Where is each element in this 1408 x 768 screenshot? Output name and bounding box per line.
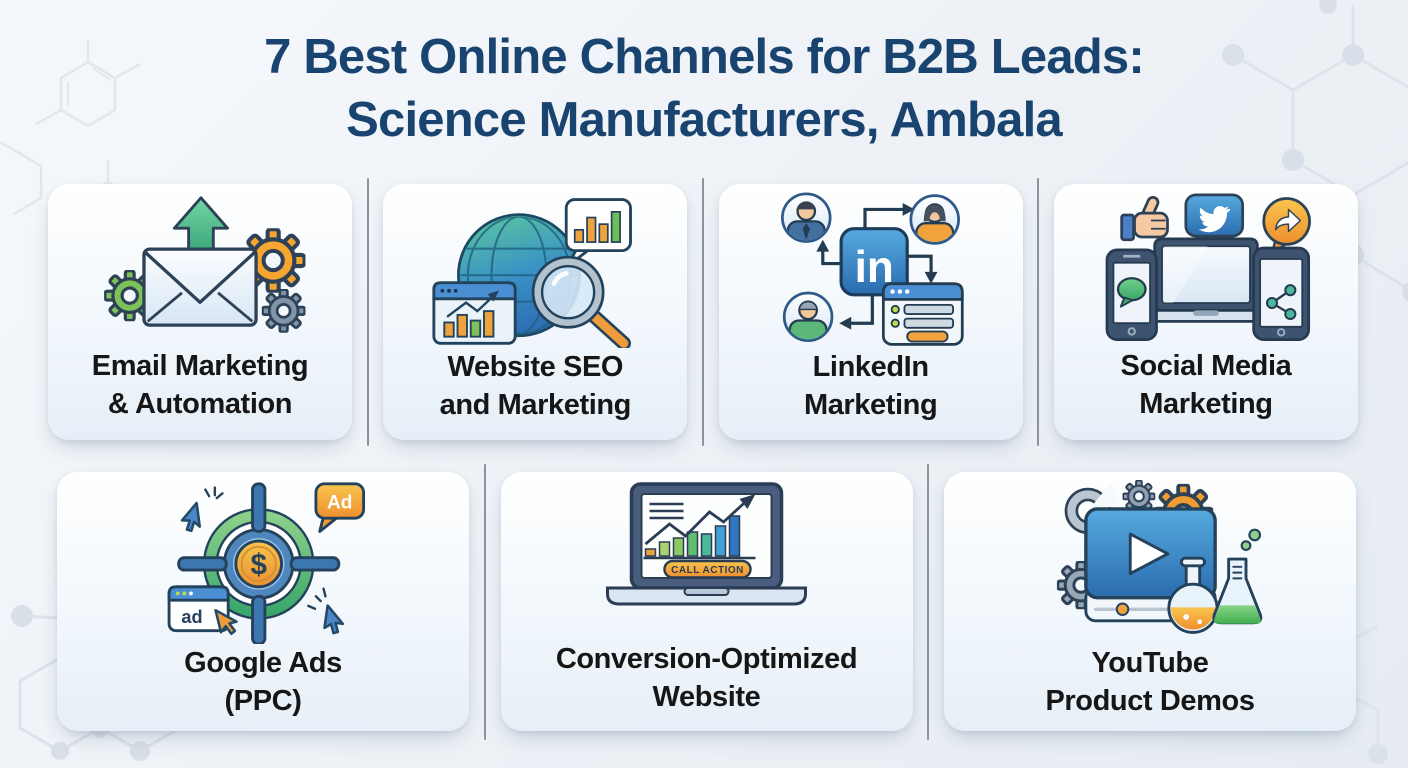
svg-text:$: $ [250,548,267,581]
laptop-icon [1140,236,1272,323]
card-label: Google Ads (PPC) [184,647,342,717]
svg-text:Ad: Ad [327,493,352,514]
linkedin-logo-icon: in [839,227,909,297]
top-card-row: Email Marketing & Automation [48,178,1358,446]
vertical-divider [483,463,486,740]
connection-arrows [821,207,933,325]
thumbs-up-icon [1120,195,1169,241]
linkedin-network-icon: in [781,192,964,346]
gray-gear-icon [261,288,305,333]
vertical-divider [1037,178,1040,446]
arrow-heads [816,203,938,330]
card-label: LinkedIn Marketing [803,351,938,421]
page-title-line1: 7 Best Online Channels for B2B Leads: [264,30,1145,84]
growth-bars [643,515,756,560]
conversion-laptop-icon: CALL ACTION [606,482,807,606]
card-icon-area [418,184,653,348]
feed-window-icon [882,282,964,346]
share-bubble-icon [1262,196,1311,255]
card-linkedin-marketing: in LinkedIn Marketing [718,184,1023,440]
card-icon-area [1085,184,1327,347]
ad-window-icon: ad [167,585,241,638]
chart-bubble-icon [564,198,632,268]
round-flask-icon [1166,556,1219,634]
magnifier-icon [531,255,631,348]
youtube-demo-icon [1056,480,1262,634]
blue-cursor-top-left [178,486,224,536]
vertical-divider [927,463,930,740]
phone-icon [1105,247,1158,341]
card-website-seo: Website SEO and Marketing [383,184,688,440]
card-icon-area: in [758,184,983,348]
card-label: Social Media Marketing [1120,350,1292,420]
website-seo-icon [432,198,632,348]
vertical-divider [366,178,369,446]
menu-lines [649,502,684,520]
card-icon-area [83,184,318,347]
email-automation-icon [103,195,305,333]
video-player-icon [1083,507,1217,623]
avatar-woman-orange [909,194,961,245]
page-title-line2: Science Manufacturers, Ambala [346,93,1063,147]
bottom-card-row: $ Ad ad [57,463,1356,740]
erlenmeyer-flask-icon [1211,528,1262,625]
crosshair-bars [177,482,341,644]
card-youtube-demos: YouTube Product Demos [944,472,1356,731]
analytics-window-icon [432,281,517,345]
card-social-media: Social Media Marketing [1053,184,1358,440]
trend-arrow [644,494,756,546]
card-label: Email Marketing & Automation [91,350,309,420]
vertical-divider [701,178,704,446]
social-media-devices-icon [1105,192,1311,341]
twitter-bubble-icon [1184,192,1244,251]
twitter-bird-icon [1198,205,1231,232]
card-email-marketing: Email Marketing & Automation [48,184,352,440]
avatar-man-green [782,291,834,343]
envelope-icon [141,246,258,327]
ad-bubble-icon: Ad [314,482,366,533]
card-conversion-website: CALL ACTION Conversion-Optimized Website [500,472,913,731]
tablet-icon [1252,246,1310,341]
card-label: Conversion-Optimized Website [555,643,858,713]
card-icon-area [1023,472,1278,644]
svg-text:ad: ad [181,607,202,627]
card-icon-area: $ Ad ad [148,472,378,644]
blue-cursor-bottom-right [307,587,347,636]
target-icon: $ [177,482,341,644]
avatar-man-blue [781,192,832,243]
ppc-target-icon: $ Ad ad [167,482,366,644]
card-google-ads: $ Ad ad [57,472,469,731]
svg-text:CALL ACTION: CALL ACTION [671,565,744,576]
card-label: Website SEO and Marketing [439,351,632,421]
card-label: YouTube Product Demos [1045,647,1255,717]
card-icon-area: CALL ACTION [579,472,834,640]
page-title: 7 Best Online Channels for B2B Leads: Sc… [0,26,1408,152]
cta-button: CALL ACTION [663,559,752,579]
